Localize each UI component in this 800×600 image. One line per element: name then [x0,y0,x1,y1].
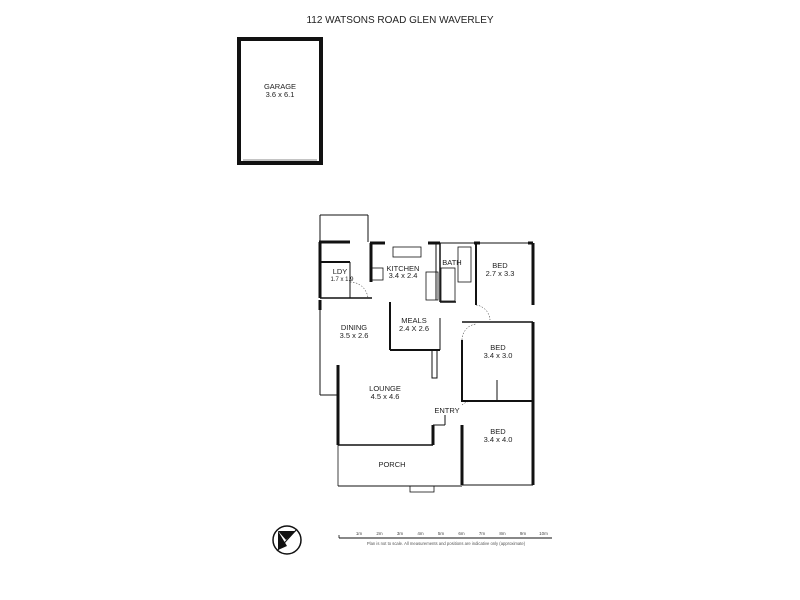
plan-title: 112 WATSONS ROAD GLEN WAVERLEY [306,15,493,26]
bed2-size: 3.4 x 3.0 [484,351,513,360]
lounge-name: LOUNGE [369,384,401,393]
bed1-size: 2.7 x 3.3 [486,269,515,278]
scale-disclaimer: Plan is not to scale. All measurements a… [367,541,526,546]
bed3-size: 3.4 x 4.0 [484,435,513,444]
entry-name: ENTRY [434,406,459,415]
bed1-name: BED [492,261,508,270]
kitchen-name: KITCHEN [387,264,420,273]
scale-tick-label: 7m [479,531,486,536]
kitchen-size: 3.4 x 2.4 [389,271,418,280]
scale-tick-label: 1m [356,531,363,536]
meals-name: MEALS [401,316,426,325]
scale-tick-label: 8m [499,531,506,536]
scale-tick-label: 9m [520,531,527,536]
garage-name: GARAGE [264,82,296,91]
dining-size: 3.5 x 2.6 [340,331,369,340]
scale-tick-label: 10m [539,531,548,536]
dining-name: DINING [341,323,367,332]
porch-name: PORCH [378,460,405,469]
laundry-name: LDY [333,267,348,276]
lounge-size: 4.5 x 4.6 [371,392,400,401]
house-walls [318,214,535,493]
scale-tick-label: 6m [458,531,465,536]
north-arrow-icon [272,525,302,555]
meals-size: 2.4 X 2.6 [399,324,429,333]
scale-tick-label: 4m [417,531,424,536]
scale-tick-label: 2m [376,531,383,536]
garage-size: 3.6 x 6.1 [266,90,295,99]
bath-name: BATH [442,258,461,267]
bed2-name: BED [490,343,506,352]
scale-bar: 1m 2m 3m 4m 5m 6m 7m 8m 9m 10m Plan is not to sca… [338,531,552,546]
laundry-size: 1.7 x 1.9 [330,277,354,283]
scale-tick-label: 5m [438,531,445,536]
garage: GARAGE 3.6 x 6.1 [237,37,323,165]
bed3-name: BED [490,427,506,436]
scale-tick-label: 3m [397,531,404,536]
